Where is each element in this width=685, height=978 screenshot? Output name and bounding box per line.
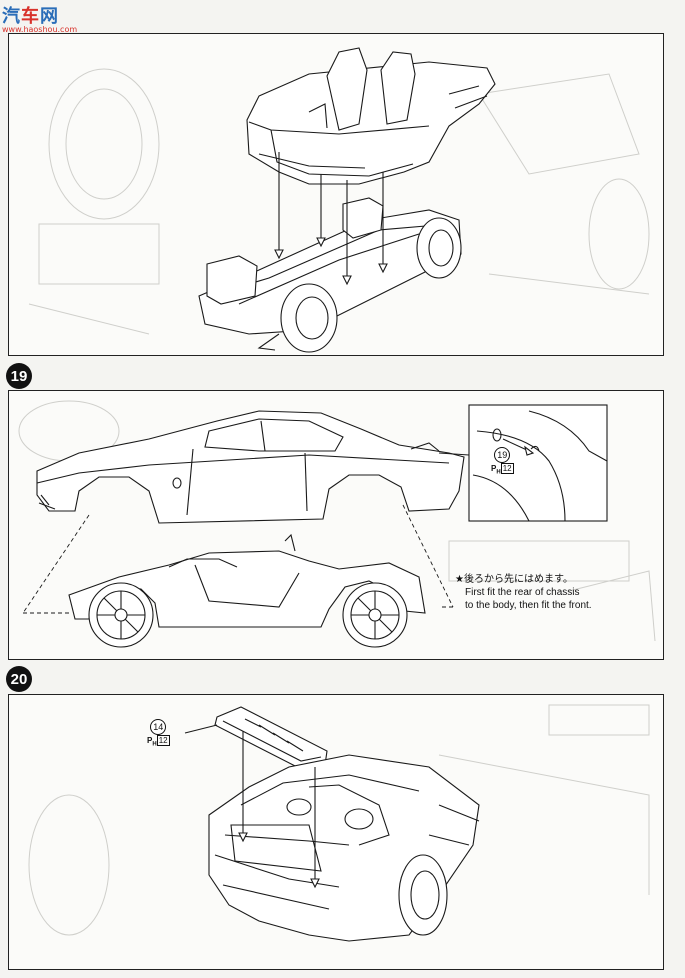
part-number-circle: 14 xyxy=(150,719,167,735)
instruction-japanese: ★後ろから先にはめます。 xyxy=(455,574,573,585)
part-number-circle: 19 xyxy=(494,447,511,463)
watermark-char-c: 网 xyxy=(40,6,59,27)
engine-cover-part xyxy=(214,706,328,770)
front-wheel xyxy=(88,582,154,648)
assembly-arrows xyxy=(274,152,388,286)
step-20-illustration xyxy=(28,704,650,942)
detail-inset xyxy=(468,404,608,522)
instruction-english-line-1: First fit the rear of chassis xyxy=(465,587,580,598)
body-shell-drawing xyxy=(246,47,496,185)
watermark-logo: 汽车网 xyxy=(2,2,77,28)
ghost-backdrop xyxy=(28,704,650,936)
instruction-english-line-2: to the body, then fit the front. xyxy=(465,600,592,611)
step-number-badge: 19 xyxy=(6,363,32,389)
site-watermark: 汽车网 www.haoshou.com xyxy=(2,2,77,34)
watermark-char-a: 汽 xyxy=(2,6,21,27)
alignment-guides xyxy=(22,452,470,614)
chassis-side-view xyxy=(68,533,426,648)
step-19-instruction: ★後ろから先にはめます。 First fit the rear of chass… xyxy=(455,573,592,612)
watermark-char-b: 车 xyxy=(21,6,40,27)
car-rear-engine-bay xyxy=(208,754,480,942)
ghost-backdrop xyxy=(28,68,650,335)
rear-wheel xyxy=(342,582,408,648)
car-body-side-view xyxy=(36,410,465,524)
chassis-drawing xyxy=(198,197,462,353)
step-number-badge: 20 xyxy=(6,666,32,692)
watermark-url: www.haoshou.com xyxy=(2,25,78,34)
assembly-arrows xyxy=(184,724,320,889)
step-18-illustration xyxy=(28,47,650,353)
step-18-panel xyxy=(8,33,664,356)
step-19-illustration xyxy=(18,400,656,648)
